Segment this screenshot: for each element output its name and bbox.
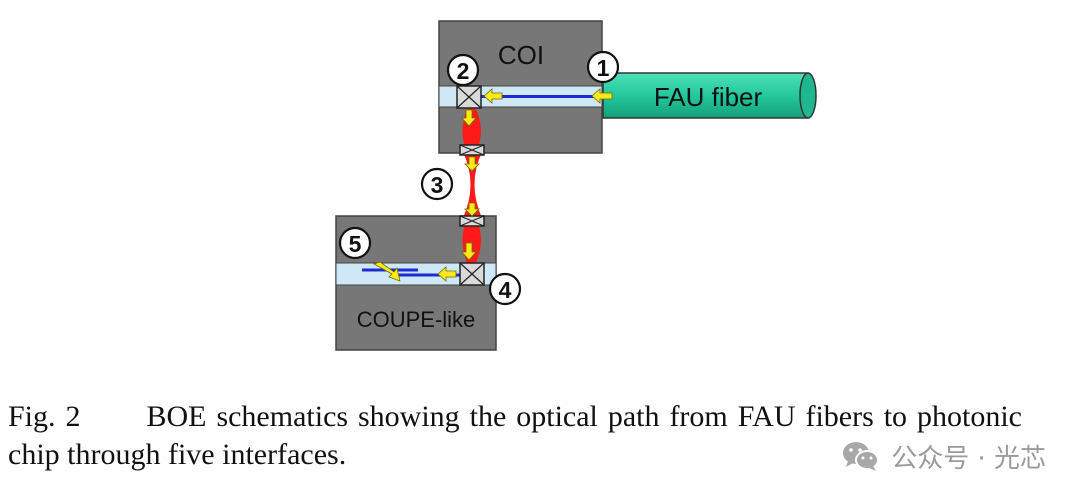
arrow-left-icon xyxy=(483,88,503,104)
light-path-arrows xyxy=(373,88,613,282)
figure-caption-text: BOE schematics showing the optical path … xyxy=(8,400,1022,471)
mirror-2 xyxy=(456,85,482,109)
fau-fiber: FAU fiber xyxy=(602,72,817,119)
wechat-icon xyxy=(843,442,880,471)
grating-coupler-4 xyxy=(459,262,485,286)
watermark: 公众号 · 光芯 xyxy=(841,436,1046,476)
arrow-down-icon xyxy=(461,109,477,127)
marker-2: 2 xyxy=(446,53,480,87)
svg-text:1: 1 xyxy=(597,55,610,81)
marker-4: 4 xyxy=(488,272,522,306)
svg-text:4: 4 xyxy=(499,277,512,303)
marker-1: 1 xyxy=(586,50,620,84)
boe-schematic-diagram: FAU fiber COI COUPE-like xyxy=(335,20,817,351)
lens-lower xyxy=(459,215,485,227)
svg-text:5: 5 xyxy=(349,231,362,257)
arrow-down-icon xyxy=(464,202,480,217)
lens-upper xyxy=(459,144,485,156)
arrow-left-icon xyxy=(437,266,457,282)
optical-beam xyxy=(462,109,482,263)
arrow-left-icon xyxy=(591,88,613,104)
fau-fiber-label: FAU fiber xyxy=(654,82,763,112)
arrow-diagonal-icon xyxy=(373,261,401,282)
svg-text:2: 2 xyxy=(457,58,470,84)
coi-label: COI xyxy=(498,40,544,70)
marker-5: 5 xyxy=(338,226,372,260)
marker-3: 3 xyxy=(420,167,454,201)
figure-label: Fig. 2 xyxy=(8,400,81,433)
svg-text:3: 3 xyxy=(431,172,444,198)
coupe-label: COUPE-like xyxy=(357,307,476,332)
arrow-down-icon xyxy=(464,156,480,172)
watermark-text: 公众号 · 光芯 xyxy=(891,443,1046,474)
arrow-down-icon xyxy=(461,242,477,261)
